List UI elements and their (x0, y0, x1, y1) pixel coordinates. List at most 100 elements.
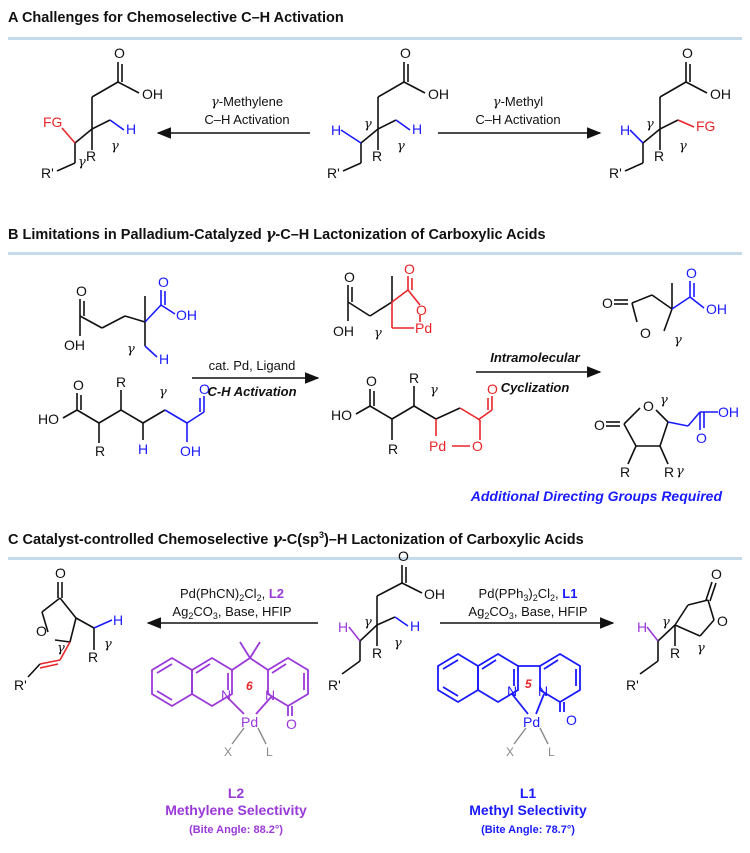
bond-r-prime (27, 663, 41, 678)
l2-l: L (266, 745, 273, 759)
label-gamma: γ (660, 393, 668, 408)
l1-n-left: N (507, 683, 517, 699)
label-h: H (138, 441, 148, 457)
label-gamma: γ (397, 139, 405, 154)
label-r: R (88, 649, 98, 665)
label-r: R (95, 443, 105, 459)
label-o: O (717, 613, 728, 629)
label-r-prime: R' (626, 677, 639, 693)
substrate-a-center (342, 62, 426, 172)
label-r: R (664, 464, 674, 480)
arrow-b-cyclization-2: Cyclization (501, 380, 570, 395)
l2-bite-angle: (Bite Angle: 88.2°) (189, 824, 283, 836)
substrate-b-bottom-dg (164, 396, 205, 442)
lactone-b-bottom (606, 407, 669, 465)
note-additional-dg: Additional Directing Groups Required (470, 488, 723, 504)
label-o: O (487, 381, 498, 397)
label-gamma: γ (104, 637, 112, 652)
section-c-divider (8, 557, 742, 560)
substrate-c-center (341, 565, 423, 675)
product-c-left-h (93, 619, 113, 629)
product-a-right (624, 62, 708, 172)
l2-selectivity: Methylene Selectivity (165, 802, 307, 818)
label-o: O (696, 430, 707, 446)
label-r: R (372, 148, 382, 164)
l2-n-left: N (221, 687, 231, 703)
label-gamma: γ (159, 385, 167, 400)
label-gamma: γ (57, 641, 65, 656)
label-r: R (670, 645, 680, 661)
label-gamma: γ (394, 636, 402, 651)
bond-fg (677, 119, 695, 128)
label-o: O (199, 381, 210, 397)
substrate-b-top-dg (144, 290, 176, 358)
label-h: H (412, 121, 422, 137)
label-o: O (682, 45, 693, 61)
label-h: H (113, 612, 123, 628)
l2-name: L2 (228, 785, 245, 801)
label-o: O (416, 302, 427, 318)
arrow-c-right-catalyst: Pd(PPh3)2Cl2, L1 (479, 586, 578, 603)
label-oh: OH (142, 86, 163, 102)
l2-o: O (286, 716, 297, 732)
label-oh: OH (710, 86, 731, 102)
label-oh: OH (424, 586, 445, 602)
label-o: O (686, 265, 697, 281)
arrow-b-activation-bottom: C-H Activation (207, 384, 296, 399)
lactone-b-top-acid (671, 281, 705, 310)
label-o: O (73, 377, 84, 393)
label-ho: HO (38, 411, 59, 427)
label-o: O (114, 45, 125, 61)
label-o: O (398, 548, 409, 564)
l1-pd: Pd (523, 714, 540, 730)
l1-name: L1 (520, 785, 537, 801)
label-oh: OH (718, 404, 739, 420)
label-fg: FG (43, 114, 62, 130)
substrate-b-top (79, 296, 146, 346)
section-c-title: C Catalyst-controlled Chemoselective γ-C… (8, 530, 584, 548)
label-o: O (594, 417, 605, 433)
bond-ch (629, 129, 644, 144)
label-gamma: γ (374, 326, 382, 341)
label-gamma: γ (674, 333, 682, 348)
label-r: R (86, 148, 96, 164)
label-gamma: γ (697, 641, 705, 656)
label-r: R (388, 441, 398, 457)
label-h: H (126, 121, 136, 137)
arrow-c-left-catalyst: Pd(PhCN)2Cl2, L2 (180, 586, 284, 603)
label-gamma: γ (78, 155, 86, 170)
l1-l: L (548, 745, 555, 759)
label-r-prime: R' (609, 165, 622, 181)
label-o: O (76, 283, 87, 299)
l1-x: X (506, 745, 514, 759)
label-r: R (409, 370, 419, 386)
label-gamma: γ (679, 139, 687, 154)
label-gamma: γ (127, 342, 135, 357)
label-gamma: γ (676, 464, 684, 479)
substrate-c-center-methylene-h (348, 626, 361, 642)
l1-n-right: N (538, 683, 548, 699)
label-r-prime: R' (41, 165, 54, 181)
substrate-c-center-methyl-h (394, 616, 409, 627)
ligand-l1-complex (437, 652, 581, 715)
label-o: O (711, 566, 722, 582)
label-oh: OH (428, 86, 449, 102)
label-o: O (400, 45, 411, 61)
substrate-a-center-ch-bonds (340, 119, 411, 144)
arrow-c-right-reagents: Ag2CO3, Base, HFIP (468, 604, 587, 621)
section-b-title: B Limitations in Palladium-Catalyzed γ-C… (8, 226, 546, 243)
label-pd: Pd (415, 320, 432, 336)
label-oh: OH (706, 301, 727, 317)
product-c-right-h (646, 626, 659, 642)
lactone-b-top (614, 283, 673, 332)
l1-o: O (566, 712, 577, 728)
label-h: H (410, 618, 420, 634)
l1-ring-size: 5 (525, 677, 532, 691)
section-a-title: A Challenges for Chemoselective C–H Acti… (8, 10, 344, 26)
section-a-divider (8, 37, 742, 40)
label-pd: Pd (429, 438, 446, 454)
arrow-a-left-label-2: C–H Activation (204, 112, 289, 127)
label-oh: OH (180, 443, 201, 459)
label-r: R (116, 374, 126, 390)
